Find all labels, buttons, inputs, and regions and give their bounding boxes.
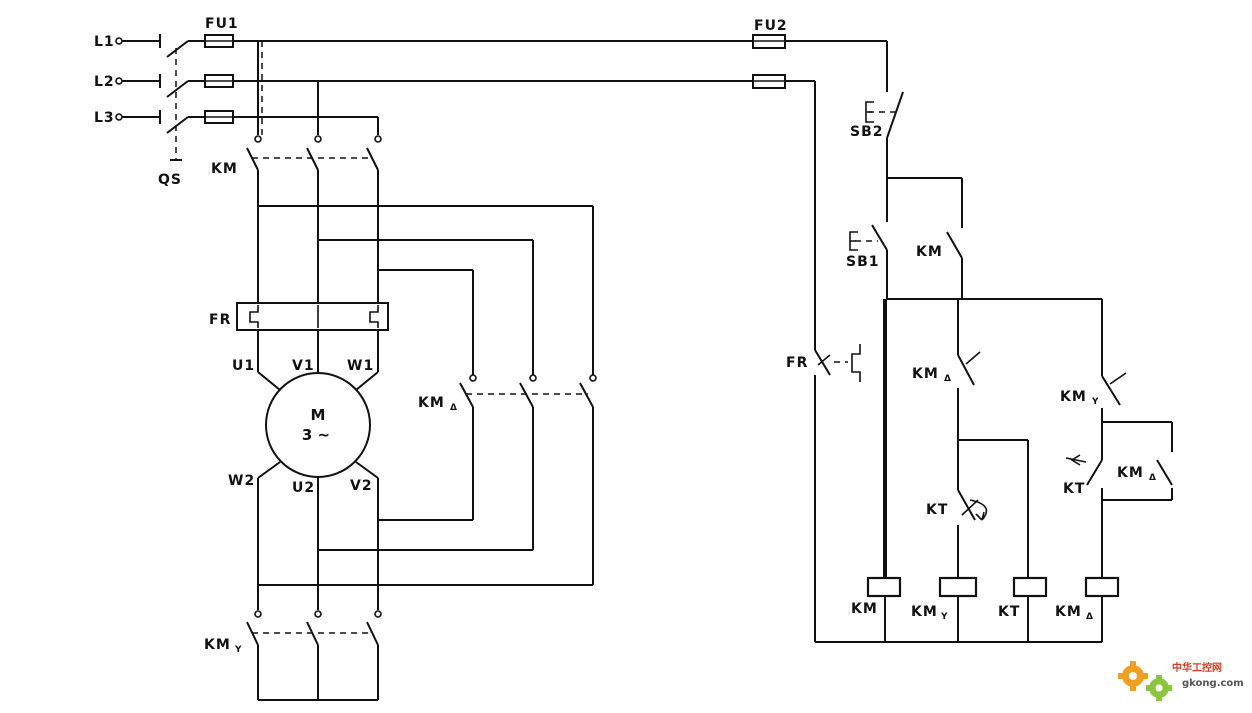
label-coil-kmy: KM xyxy=(911,604,938,620)
label-fr-main: FR xyxy=(209,312,231,328)
terminal-l1 xyxy=(115,37,123,45)
label-w2: W2 xyxy=(228,473,255,489)
label-km-y-main: KM xyxy=(204,637,231,653)
label-fu1: FU1 xyxy=(205,16,239,32)
qs-blade-1 xyxy=(166,40,189,58)
motor: M 3 ~ xyxy=(257,371,379,610)
label-km-delta-no: KM xyxy=(1117,465,1144,481)
gear-icon-green xyxy=(1146,675,1172,701)
label-u2: U2 xyxy=(292,480,315,496)
motor-circle xyxy=(265,372,371,478)
sb2-contact xyxy=(886,91,904,139)
label-coil-kmd: KM xyxy=(1055,604,1082,620)
label-sb2: SB2 xyxy=(850,124,884,140)
label-km-y-nc: KM xyxy=(1060,389,1087,405)
label-km-delta-no-sub: Δ xyxy=(1149,473,1156,483)
sb2-button-icon xyxy=(865,101,874,123)
label-km-hold: KM xyxy=(916,244,943,260)
label-km-y-nc-sub: Y xyxy=(1091,397,1099,407)
qs-blade-3 xyxy=(166,116,189,134)
delta-wiring xyxy=(258,205,597,585)
watermark-line1: 中华工控网 xyxy=(1172,661,1222,674)
terminal-l2 xyxy=(115,77,123,85)
label-sb1: SB1 xyxy=(846,254,880,270)
label-fu2: FU2 xyxy=(754,18,788,34)
km-delta-nc-contact xyxy=(957,354,975,386)
kt-timer-icon xyxy=(961,499,988,521)
power-input xyxy=(115,34,234,161)
label-kt-nc: KT xyxy=(926,502,948,518)
label-l3: L3 xyxy=(94,110,115,126)
terminal-l3 xyxy=(115,113,123,121)
label-l1: L1 xyxy=(94,34,115,50)
label-km-delta-main: KM xyxy=(418,395,445,411)
label-km-delta-nc: KM xyxy=(912,366,939,382)
kt-no-contact xyxy=(1086,459,1103,486)
km-delta-no-contact xyxy=(1156,459,1173,486)
km-hold-contact xyxy=(946,231,963,259)
sb1-button-icon xyxy=(849,231,858,251)
label-v2: V2 xyxy=(350,478,373,494)
coil-kmd xyxy=(1084,576,1120,598)
gear-icon xyxy=(1118,661,1148,691)
label-coil-km: KM xyxy=(851,601,878,617)
label-qs: QS xyxy=(158,172,182,188)
km-y-contacts xyxy=(246,610,382,701)
watermark-logo: 中华工控网 gkong.com xyxy=(1118,661,1244,701)
watermark-line2: gkong.com xyxy=(1182,678,1244,689)
main-bus xyxy=(233,40,753,143)
delta-return xyxy=(258,519,593,586)
label-fr-ctrl: FR xyxy=(786,355,808,371)
label-km-delta-main-sub: Δ xyxy=(450,403,457,413)
label-w1: W1 xyxy=(347,358,374,374)
kt-nc-contact xyxy=(957,489,976,521)
labels: L1 L2 L3 QS FU1 KM FR U1 V1 W1 W2 U2 V2 … xyxy=(94,16,1156,655)
coil-kt xyxy=(1012,576,1048,598)
label-u1: U1 xyxy=(232,358,255,374)
label-coil-kt: KT xyxy=(998,604,1020,620)
label-v1: V1 xyxy=(292,358,315,374)
coil-kmy xyxy=(938,576,978,598)
fr-box xyxy=(236,302,389,331)
thermal-relay-fr xyxy=(236,302,389,375)
label-km-main: KM xyxy=(211,161,238,177)
kt-no-timer-icon xyxy=(1065,454,1087,466)
motor-phase-label: 3 ~ xyxy=(302,426,330,444)
label-coil-kmy-sub: Y xyxy=(940,612,948,622)
label-kt-no: KT xyxy=(1063,481,1085,497)
label-l2: L2 xyxy=(94,74,115,90)
label-coil-kmd-sub: Δ xyxy=(1086,612,1093,622)
control-circuit xyxy=(752,34,1173,643)
coil-km xyxy=(866,576,902,598)
motor-label: M xyxy=(311,406,326,424)
km-main-contacts xyxy=(246,147,379,305)
fr-nc-contact xyxy=(814,349,831,376)
qs-blade-2 xyxy=(166,80,189,98)
km-y-nc-contact xyxy=(1101,375,1121,406)
sb1-contact xyxy=(871,224,888,251)
fr-thermal-icon xyxy=(851,344,861,382)
label-km-y-main-sub: Y xyxy=(234,645,242,655)
label-km-delta-nc-sub: Δ xyxy=(944,374,951,384)
